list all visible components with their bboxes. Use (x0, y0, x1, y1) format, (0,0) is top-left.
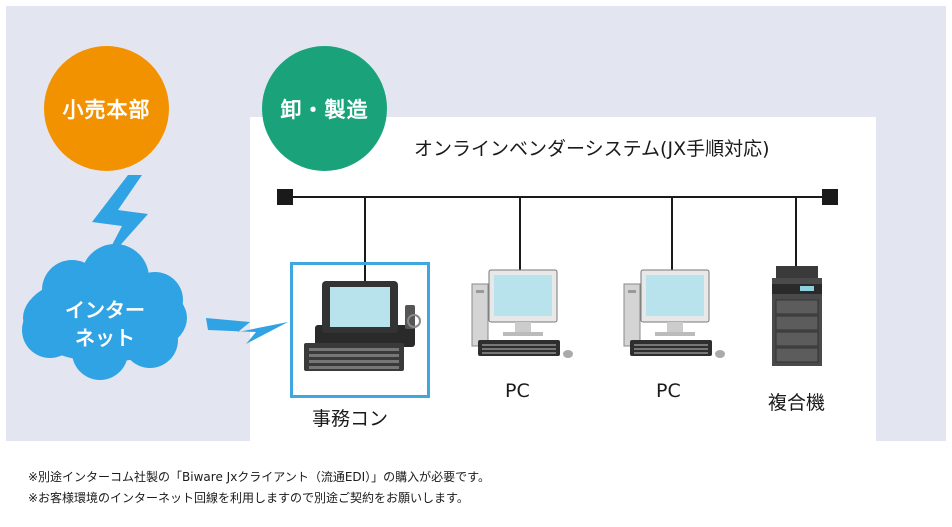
internet-label: インター ネット (30, 296, 180, 352)
bus-terminator-left (277, 189, 293, 205)
wholesale-manufacturing-node: 卸・製造 (262, 46, 387, 171)
retail-hq-node: 小売本部 (44, 46, 169, 171)
desktop-pc-icon (471, 269, 573, 358)
lightning-bolt-icon (92, 175, 148, 268)
device-label-office-computer: 事務コン (312, 408, 389, 430)
system-title: オンラインベンダーシステム(JX手順対応) (414, 138, 770, 160)
lightning-bolt-icon (206, 318, 288, 344)
bus-terminator-right (822, 189, 838, 205)
desktop-pc-icon (623, 269, 725, 358)
vendor-system-box (250, 117, 876, 442)
footnote: ※お客様環境のインターネット回線を利用しますので別途ご契約をお願いします。 (28, 491, 469, 505)
internet-label-line1: インター (65, 298, 145, 322)
cloud-icon (22, 244, 187, 380)
internet-label-line2: ネット (75, 326, 135, 350)
device-label-pc: PC (505, 380, 530, 402)
device-label-pc: PC (656, 380, 681, 402)
office-computer-icon (304, 281, 421, 371)
footnote: ※別途インターコム社製の「Biware Jxクライアント（流通EDI）」の購入が… (28, 470, 490, 484)
office-computer-highlight (290, 262, 430, 398)
device-label-mfp: 複合機 (768, 392, 826, 414)
multifunction-printer-icon (772, 266, 822, 366)
